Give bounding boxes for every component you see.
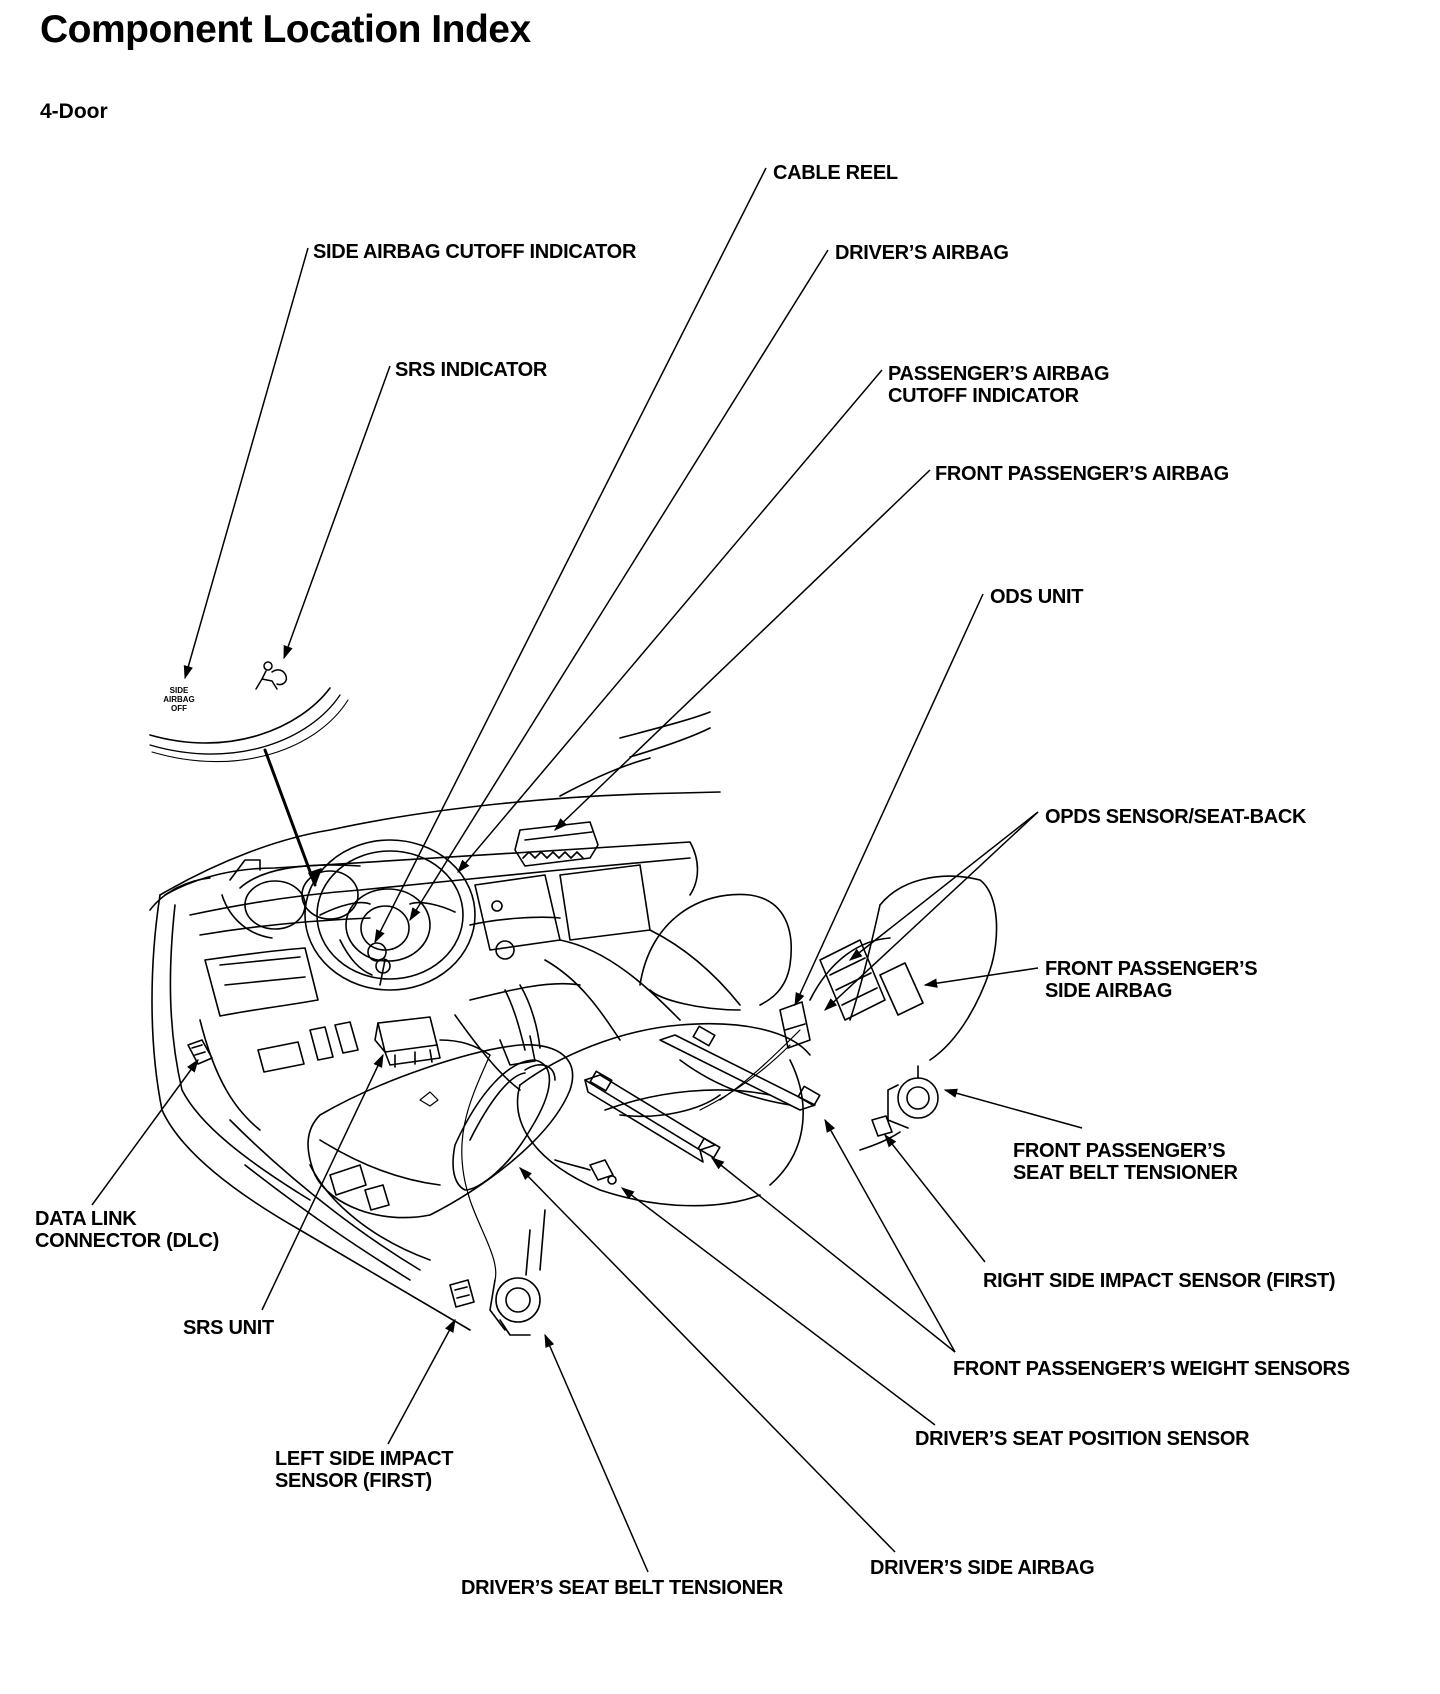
label-front-passengers-seat-belt-tensioner: FRONT PASSENGER’S SEAT BELT TENSIONER xyxy=(1013,1140,1238,1184)
passenger-seat-belt-tensioner xyxy=(887,1065,939,1129)
driver-seat-belt-tensioner xyxy=(489,1209,546,1336)
label-data-link-connector: DATA LINK CONNECTOR (DLC) xyxy=(35,1208,220,1252)
vehicle-body-outline xyxy=(149,711,721,1331)
data-link-connector xyxy=(187,1039,213,1065)
label-opds-sensor-seat-back: OPDS SENSOR/SEAT-BACK xyxy=(1045,806,1307,828)
label-drivers-seat-belt-tensioner: DRIVER’S SEAT BELT TENSIONER xyxy=(461,1577,784,1599)
page-title: Component Location Index xyxy=(40,8,531,51)
page-subtitle: 4-Door xyxy=(40,100,108,123)
label-right-side-impact-sensor: RIGHT SIDE IMPACT SENSOR (FIRST) xyxy=(983,1270,1336,1292)
left-side-impact-sensor xyxy=(449,1279,475,1308)
label-srs-indicator: SRS INDICATOR xyxy=(395,359,548,381)
label-left-side-impact-sensor: LEFT SIDE IMPACT SENSOR (FIRST) xyxy=(275,1448,454,1492)
seated-person-airbag-icon xyxy=(255,661,288,690)
passenger-seat-track xyxy=(584,1025,821,1163)
svg-text:SIDE: SIDE xyxy=(170,686,189,695)
label-front-passengers-side-airbag: FRONT PASSENGER’S SIDE AIRBAG xyxy=(1045,958,1258,1002)
dashboard xyxy=(164,841,741,1091)
label-ods-unit: ODS UNIT xyxy=(990,586,1084,608)
passenger-seat xyxy=(516,875,998,1207)
center-console xyxy=(499,984,541,1066)
srs-unit xyxy=(374,1016,491,1068)
svg-text:OFF: OFF xyxy=(171,704,187,713)
opds-sensor xyxy=(819,939,886,1021)
svg-text:AIRBAG: AIRBAG xyxy=(163,695,195,704)
label-drivers-side-airbag: DRIVER’S SIDE AIRBAG xyxy=(870,1557,1095,1579)
label-front-passengers-airbag: FRONT PASSENGER’S AIRBAG xyxy=(935,463,1229,485)
wiring-harness xyxy=(419,1029,801,1281)
label-drivers-airbag: DRIVER’S AIRBAG xyxy=(835,242,1009,264)
front-passenger-side-airbag xyxy=(879,962,924,1016)
passenger-airbag-module xyxy=(514,821,599,867)
label-drivers-seat-position-sensor: DRIVER’S SEAT POSITION SENSOR xyxy=(915,1428,1250,1450)
cluster-inset xyxy=(149,687,349,887)
right-side-impact-sensor xyxy=(859,1115,901,1151)
label-side-airbag-cutoff-indicator: SIDE AIRBAG CUTOFF INDICATOR xyxy=(313,241,637,263)
pedals xyxy=(257,1021,359,1073)
label-srs-unit: SRS UNIT xyxy=(183,1317,274,1339)
steering-wheel xyxy=(304,839,476,991)
driver-seat xyxy=(307,1044,574,1261)
label-front-passengers-weight-sensors: FRONT PASSENGER’S WEIGHT SENSORS xyxy=(953,1358,1350,1380)
driver-side-airbag xyxy=(524,1064,556,1081)
instrument-cluster xyxy=(239,864,361,930)
leader-lines xyxy=(91,167,1083,1573)
driver-seat-position-sensor xyxy=(554,1159,617,1185)
label-passengers-airbag-cutoff-indicator: PASSENGER’S AIRBAG CUTOFF INDICATOR xyxy=(888,363,1110,407)
label-cable-reel: CABLE REEL xyxy=(773,162,898,184)
side-airbag-off-icon: SIDE AIRBAG OFF xyxy=(163,686,195,713)
